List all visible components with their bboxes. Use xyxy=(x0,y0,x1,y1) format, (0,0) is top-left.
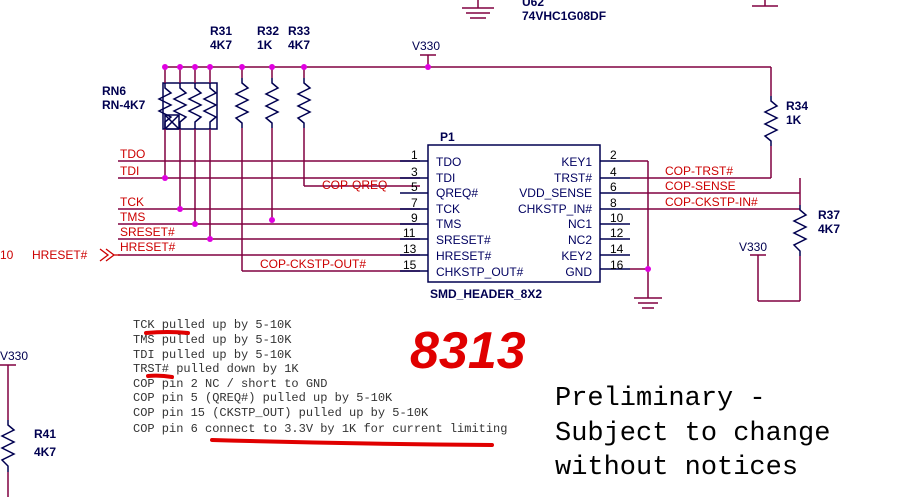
preliminary-line-3: without notices xyxy=(555,453,798,483)
rn6-wires xyxy=(164,67,211,239)
p1-pin-tck: TCK xyxy=(436,202,460,216)
net-label-cop-sense: COP-SENSE xyxy=(665,179,736,193)
ground-symbol-top xyxy=(462,0,778,19)
net-label-cop-trst: COP-TRST# xyxy=(665,164,733,178)
p1-pin-trst: TRST# xyxy=(554,171,592,185)
r31-ref: R31 xyxy=(210,24,232,38)
r32-ref: R32 xyxy=(257,24,279,38)
r37-resistor xyxy=(792,205,808,256)
r31-r32-r33-wires xyxy=(241,67,420,272)
preliminary-line-1: Preliminary - xyxy=(555,384,766,414)
p1-left-pin-stubs xyxy=(400,160,428,272)
v330-top-rail xyxy=(165,54,772,96)
p1-pin-5-num: 5 xyxy=(411,180,418,194)
p1-pin-14-num: 14 xyxy=(610,242,624,256)
rn6-network xyxy=(157,82,218,130)
net-label-sreset: SRESET# xyxy=(120,225,175,239)
rn6-value: RN-4K7 xyxy=(102,98,146,112)
rn6-ref: RN6 xyxy=(102,84,126,98)
r34-value: 1K xyxy=(786,113,802,127)
v330-left-label: V330 xyxy=(0,349,28,363)
p1-pin-9-num: 9 xyxy=(411,211,418,225)
r31-r32-r33-resistors xyxy=(234,78,312,128)
p1-pin-8-num: 8 xyxy=(610,196,617,210)
p1-pin-key2: KEY2 xyxy=(561,249,592,263)
note-line-3: TDI pulled up by 5-10K xyxy=(133,348,292,362)
hreset-port-label: HRESET# xyxy=(32,248,88,262)
p1-pin-2-num: 2 xyxy=(610,148,617,162)
note-line-5: COP pin 2 NC / short to GND xyxy=(133,377,327,391)
p1-pin-6-num: 6 xyxy=(610,180,617,194)
r37-ref: R37 xyxy=(818,208,840,222)
r33-ref: R33 xyxy=(288,24,310,38)
note-line-2: TMS pulled up by 5-10K xyxy=(133,333,292,347)
p1-pin-4-num: 4 xyxy=(610,165,617,179)
p1-pin-hreset: HRESET# xyxy=(436,249,492,263)
r41-ref: R41 xyxy=(34,427,56,441)
note-line-1: TCK pulled up by 5-10K xyxy=(133,318,292,332)
p1-pin-vdd-sense: VDD_SENSE xyxy=(519,186,592,200)
hreset-port-number: 10 xyxy=(0,248,14,262)
net-label-tms: TMS xyxy=(120,210,145,224)
u62-ref: U62 xyxy=(522,0,544,9)
p1-ref: P1 xyxy=(440,130,455,144)
r32-value: 1K xyxy=(257,38,273,52)
p1-pin-tdi: TDI xyxy=(436,171,455,185)
ground-symbol-p1 xyxy=(634,297,662,309)
note-line-8: COP pin 6 connect to 3.3V by 1K for curr… xyxy=(133,422,507,436)
p1-pin-15-num: 15 xyxy=(403,258,417,272)
p1-pin-qreq: QREQ# xyxy=(436,186,478,200)
net-label-cop-ckstp-in: COP-CKSTP-IN# xyxy=(665,195,758,209)
net-label-tdo: TDO xyxy=(120,147,145,161)
v330-top-label: V330 xyxy=(412,39,440,53)
net-label-tck: TCK xyxy=(120,195,144,209)
notes-block: TCK pulled up by 5-10K TMS pulled up by … xyxy=(133,318,507,436)
handwritten-marks xyxy=(144,330,494,447)
preliminary-line-2: Subject to change xyxy=(555,419,830,449)
v330-right-label: V330 xyxy=(739,240,767,254)
p1-part-name: SMD_HEADER_8X2 xyxy=(430,287,542,301)
p1-pin-sreset: SRESET# xyxy=(436,233,491,247)
p1-pin-1-num: 1 xyxy=(411,148,418,162)
right-net-wires xyxy=(630,146,801,302)
net-label-hreset: HRESET# xyxy=(120,240,176,254)
p1-pin-7-num: 7 xyxy=(411,196,418,210)
p1-pin-16-num: 16 xyxy=(610,258,624,272)
note-line-7: COP pin 15 (CKSTP_OUT) pulled up by 5-10… xyxy=(133,406,429,420)
handwritten-number: 8313 xyxy=(410,322,526,380)
r33-value: 4K7 xyxy=(288,38,310,52)
r37-value: 4K7 xyxy=(818,222,840,236)
p1-pin-tdo: TDO xyxy=(436,155,461,169)
p1-header-body xyxy=(427,144,601,283)
p1-pin-chkstp-in: CHKSTP_IN# xyxy=(518,202,592,216)
left-net-wires xyxy=(118,160,420,256)
net-label-cop-ckstp-out: COP-CKSTP-OUT# xyxy=(260,257,366,271)
p1-pin-key1: KEY1 xyxy=(561,155,592,169)
r41-wires xyxy=(0,364,16,497)
r41-resistor xyxy=(0,420,16,472)
p1-pin-11-num: 11 xyxy=(403,226,416,240)
net-label-tdi: TDI xyxy=(120,164,139,178)
p1-pin-nc2: NC2 xyxy=(568,233,592,247)
r41-value: 4K7 xyxy=(34,445,56,459)
p1-pin-13-num: 13 xyxy=(403,242,417,256)
p1-pin-12-num: 12 xyxy=(610,226,624,240)
u62-value: 74VHC1G08DF xyxy=(522,9,606,23)
r34-resistor xyxy=(763,96,779,146)
note-line-4: TRST# pulled down by 1K xyxy=(133,362,299,376)
p1-pin-nc1: NC1 xyxy=(568,217,592,231)
p1-right-pin-stubs xyxy=(600,160,630,270)
hreset-port-arrow xyxy=(99,248,120,262)
net-label-cop-qreq: COP-QREQ xyxy=(322,178,387,192)
note-line-6: COP pin 5 (QREQ#) pulled up by 5-10K xyxy=(133,391,393,405)
p1-pin-gnd: GND xyxy=(565,265,592,279)
p1-pin-chkstp-out: CHKSTP_OUT# xyxy=(436,265,524,279)
p1-pin-10-num: 10 xyxy=(610,211,624,225)
p1-pin-tms: TMS xyxy=(436,217,461,231)
r31-value: 4K7 xyxy=(210,38,232,52)
r34-ref: R34 xyxy=(786,99,808,113)
junction-dots xyxy=(162,64,651,272)
p1-pin-3-num: 3 xyxy=(411,165,418,179)
